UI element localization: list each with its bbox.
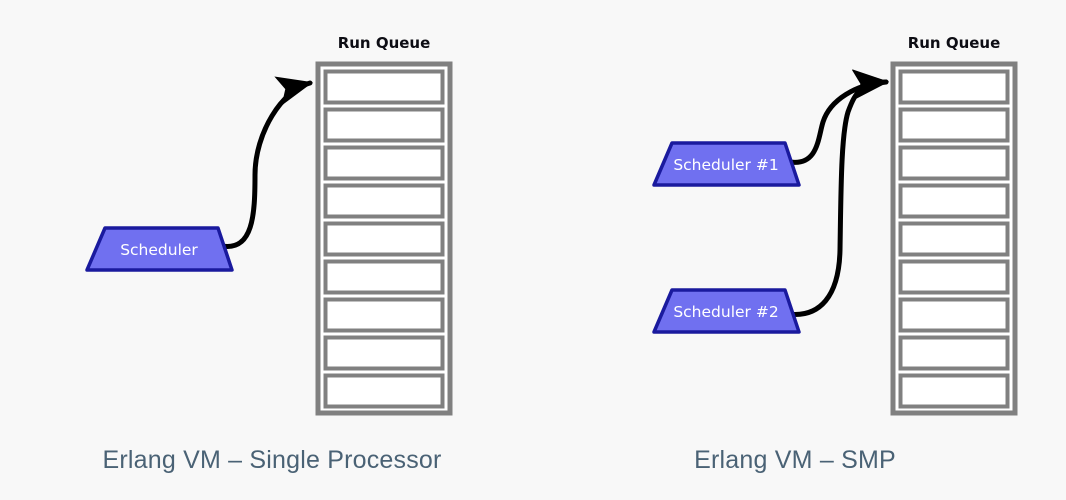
run-queue-cell[interactable] bbox=[898, 259, 1010, 295]
arrow-scheduler-to-queue bbox=[219, 76, 313, 249]
run-queue-title-right: Run Queue bbox=[908, 34, 1001, 52]
scheduler-shape[interactable] bbox=[85, 226, 234, 272]
run-queue-cell[interactable] bbox=[323, 69, 445, 105]
panel-single-processor: Run Queue Scheduler bbox=[85, 34, 453, 474]
run-queue-cell[interactable] bbox=[323, 183, 445, 219]
run-queue-cell[interactable] bbox=[323, 335, 445, 371]
scheduler-label: Scheduler bbox=[120, 241, 198, 259]
arrow-scheduler-2-to-queue bbox=[785, 69, 889, 317]
scheduler-2-node[interactable]: Scheduler #2 bbox=[652, 288, 801, 334]
run-queue-cell[interactable] bbox=[898, 145, 1010, 181]
run-queue-cell[interactable] bbox=[898, 107, 1010, 143]
run-queue-cell[interactable] bbox=[898, 373, 1010, 409]
run-queue-cell[interactable] bbox=[323, 107, 445, 143]
run-queue-cell[interactable] bbox=[898, 183, 1010, 219]
run-queue-cell[interactable] bbox=[323, 373, 445, 409]
run-queue-cell[interactable] bbox=[323, 145, 445, 181]
scheduler-1-shape[interactable] bbox=[652, 141, 801, 187]
run-queue-cell[interactable] bbox=[898, 335, 1010, 371]
run-queue-right bbox=[890, 61, 1018, 416]
run-queue-left bbox=[315, 61, 453, 416]
run-queue-title-left: Run Queue bbox=[338, 34, 431, 52]
run-queue-cell[interactable] bbox=[898, 221, 1010, 257]
scheduler-1-label: Scheduler #1 bbox=[673, 156, 778, 174]
scheduler-2-shape[interactable] bbox=[652, 288, 801, 334]
run-queue-cell[interactable] bbox=[323, 259, 445, 295]
scheduler-node[interactable]: Scheduler bbox=[85, 226, 234, 272]
run-queue-cell[interactable] bbox=[323, 221, 445, 257]
run-queue-cell[interactable] bbox=[898, 297, 1010, 333]
scheduler-2-label: Scheduler #2 bbox=[673, 303, 778, 321]
scheduler-1-node[interactable]: Scheduler #1 bbox=[652, 141, 801, 187]
caption-single-processor: Erlang VM – Single Processor bbox=[102, 446, 441, 474]
run-queue-cell[interactable] bbox=[323, 297, 445, 333]
panel-smp: Run Queue Sch bbox=[652, 34, 1018, 474]
run-queue-cell[interactable] bbox=[898, 69, 1010, 105]
caption-smp: Erlang VM – SMP bbox=[694, 446, 896, 474]
arrow-scheduler-1-to-queue bbox=[787, 69, 889, 165]
